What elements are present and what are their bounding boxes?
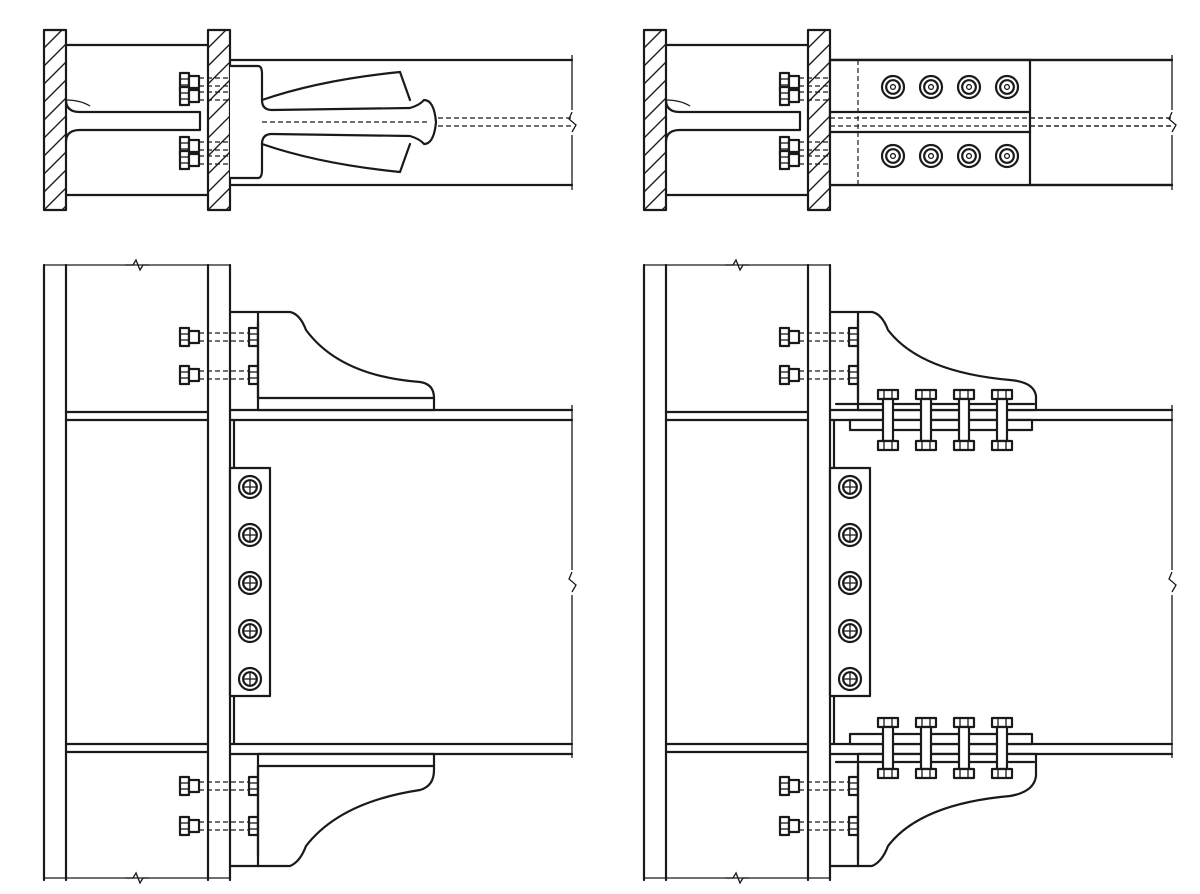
top-flange-bolt-1	[876, 388, 900, 452]
web-fillet	[65, 99, 91, 107]
column-break-bottom	[125, 871, 149, 885]
bracket-bolt-bottom-1	[178, 775, 260, 797]
panel-plan-bolted-bracket	[642, 28, 1177, 212]
bottom-flange-bolt-3	[952, 716, 976, 780]
panel-elevation-bolted-bracket	[642, 258, 1177, 885]
web-plate-bolt-3	[837, 570, 863, 596]
top-bracket-outline-2	[828, 310, 1038, 412]
web-plate-bolt-4	[237, 618, 263, 644]
bracket-bolt-top-1	[178, 326, 260, 348]
bracket-bolt-bottom-2	[778, 815, 860, 837]
web-plate-bolt-3	[237, 570, 263, 596]
web-plate-bolt-5	[837, 666, 863, 692]
bottom-bracket-outline	[228, 752, 436, 868]
column-break-top	[125, 258, 149, 272]
column-flange-hatch-right	[207, 29, 231, 211]
bracket-bolt-bottom-1	[778, 775, 860, 797]
top-flange-bolt-3	[952, 388, 976, 452]
web-plate-bolt-1	[237, 474, 263, 500]
bottom-flange-bolt-2	[914, 716, 938, 780]
bracket-bolt-top-2	[778, 364, 860, 386]
column-flange-hatch	[43, 29, 67, 211]
top-flange-bolt-4	[990, 388, 1014, 452]
web-fillet	[665, 99, 691, 107]
top-flange-plate	[848, 418, 1034, 432]
column-flange-hatch	[643, 29, 667, 211]
plan-bolt-bottom-4	[994, 143, 1020, 169]
bottom-bracket-outline-2	[828, 752, 1038, 868]
bracket-bolt-bottom-2	[178, 815, 260, 837]
web-plate-bolt-2	[237, 522, 263, 548]
web-plate	[828, 466, 872, 698]
beam-break-mark	[568, 111, 577, 133]
web-plate-bolt-4	[837, 618, 863, 644]
bottom-flange-bolt-4	[990, 716, 1014, 780]
panel-plan-tapered-bracket	[42, 28, 577, 212]
web-plate-bolt-2	[837, 522, 863, 548]
web-plate-bolt-5	[237, 666, 263, 692]
top-bracket-outline	[228, 310, 436, 412]
plan-bolt-bottom-2	[918, 143, 944, 169]
beam-break-mark	[568, 571, 577, 593]
column-break-bottom	[725, 871, 749, 885]
beam-break-mark	[1168, 111, 1177, 133]
bracket-taper-top	[260, 70, 412, 102]
plan-bolt-bottom-3	[956, 143, 982, 169]
beam-break-mark	[1168, 571, 1177, 593]
column-break-top	[725, 258, 749, 272]
web-plate-bolt-1	[837, 474, 863, 500]
tapered-bracket-outline	[228, 64, 438, 180]
bracket-taper-bottom	[260, 142, 412, 174]
plan-bolt-bottom-1	[880, 143, 906, 169]
plan-bolt-top-3	[956, 74, 982, 100]
plan-bolt-top-1	[880, 74, 906, 100]
column-web	[64, 98, 202, 144]
panel-elevation-tapered-bracket	[42, 258, 577, 885]
bottom-flange-bolt-1	[876, 716, 900, 780]
column-web	[664, 98, 802, 144]
plan-bolt-top-2	[918, 74, 944, 100]
bracket-bolt-top-1	[778, 326, 860, 348]
plan-bolt-top-4	[994, 74, 1020, 100]
bottom-flange-plate	[848, 732, 1034, 746]
bracket-bolt-top-2	[178, 364, 260, 386]
top-flange-bolt-2	[914, 388, 938, 452]
